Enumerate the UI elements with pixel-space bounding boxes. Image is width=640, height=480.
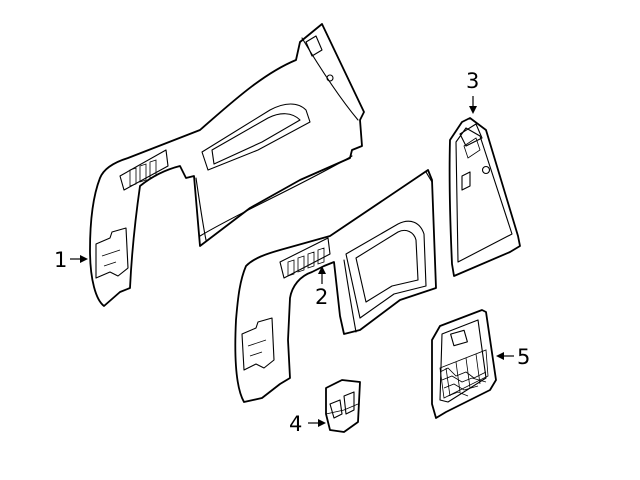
part-5-storage-net [431,309,497,419]
leader-3 [469,96,477,114]
callout-2: 2 [315,285,328,309]
part-4-bracket [325,379,361,433]
callout-4: 4 [289,412,302,436]
part-2-quarter-trim-panel [234,169,437,403]
part-1-quarter-trim-panel [89,23,365,307]
leader-2 [318,266,326,284]
part-3-pillar-trim [448,117,521,277]
net-mesh [439,349,489,399]
callout-1: 1 [54,248,67,272]
callout-5: 5 [517,345,530,369]
callout-3: 3 [466,69,479,93]
leader-1 [70,255,88,263]
leader-5 [496,352,514,360]
leader-4 [308,419,326,427]
